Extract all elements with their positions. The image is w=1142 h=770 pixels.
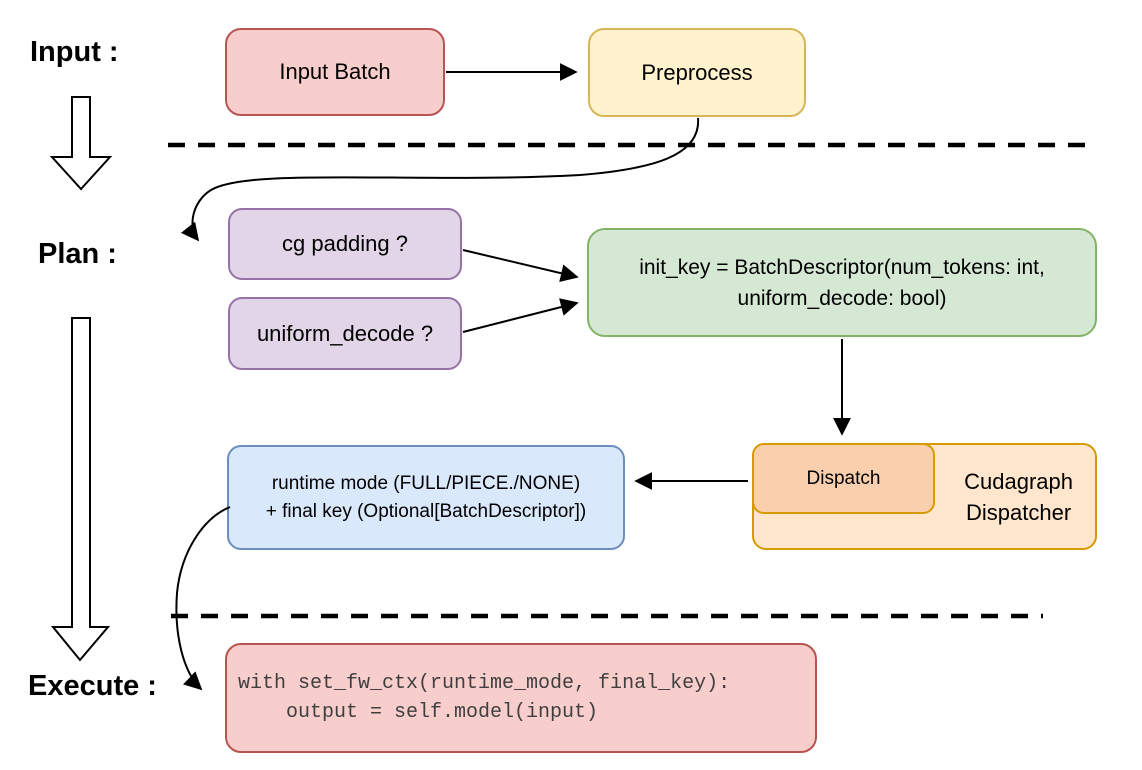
node-preprocess-label: Preprocess	[641, 59, 753, 85]
hollow-arrow-input-to-plan	[52, 97, 110, 189]
node-init-key-line1: init_key = BatchDescriptor(num_tokens: i…	[639, 255, 1045, 279]
node-cudagraph-line1: Cudagraph	[964, 468, 1073, 494]
node-init-key-line2: uniform_decode: bool)	[737, 286, 947, 310]
node-preprocess: Preprocess	[588, 28, 806, 117]
node-runtime-mode-line2: + final key (Optional[BatchDescriptor])	[265, 500, 587, 522]
arrow-cgpadding-to-initkey	[463, 250, 579, 283]
node-cudagraph-dispatcher-label: Cudagraph Dispatcher	[964, 466, 1073, 528]
node-execute-code-line1: with set_fw_ctx(runtime_mode, final_key)…	[238, 672, 731, 695]
node-input-batch: Input Batch	[225, 28, 445, 116]
node-input-batch-label: Input Batch	[279, 59, 391, 85]
node-init-key: init_key = BatchDescriptor(num_tokens: i…	[587, 228, 1097, 337]
hollow-arrow-plan-to-execute	[53, 318, 108, 660]
node-uniform-decode-label: uniform_decode ?	[256, 320, 434, 346]
stage-label-input: Input :	[30, 36, 119, 68]
node-execute-code-line2: output = self.model(input)	[238, 701, 599, 724]
node-runtime-mode-line1: runtime mode (FULL/PIECE./NONE)	[271, 472, 581, 494]
node-cudagraph-line2: Dispatcher	[965, 499, 1072, 525]
stage-label-plan: Plan :	[38, 238, 117, 270]
node-dispatch-label: Dispatch	[806, 467, 881, 489]
arrow-uniformdecode-to-initkey	[463, 298, 579, 332]
arrow-runtimemode-to-code	[176, 507, 230, 691]
node-uniform-decode: uniform_decode ?	[228, 297, 462, 370]
node-cg-padding: cg padding ?	[228, 208, 462, 280]
node-dispatch: Dispatch	[752, 443, 935, 514]
node-cg-padding-label: cg padding ?	[282, 231, 408, 257]
node-execute-code: with set_fw_ctx(runtime_mode, final_key)…	[225, 643, 817, 753]
stage-label-execute: Execute :	[28, 670, 157, 702]
node-runtime-mode: runtime mode (FULL/PIECE./NONE) + final …	[227, 445, 625, 550]
